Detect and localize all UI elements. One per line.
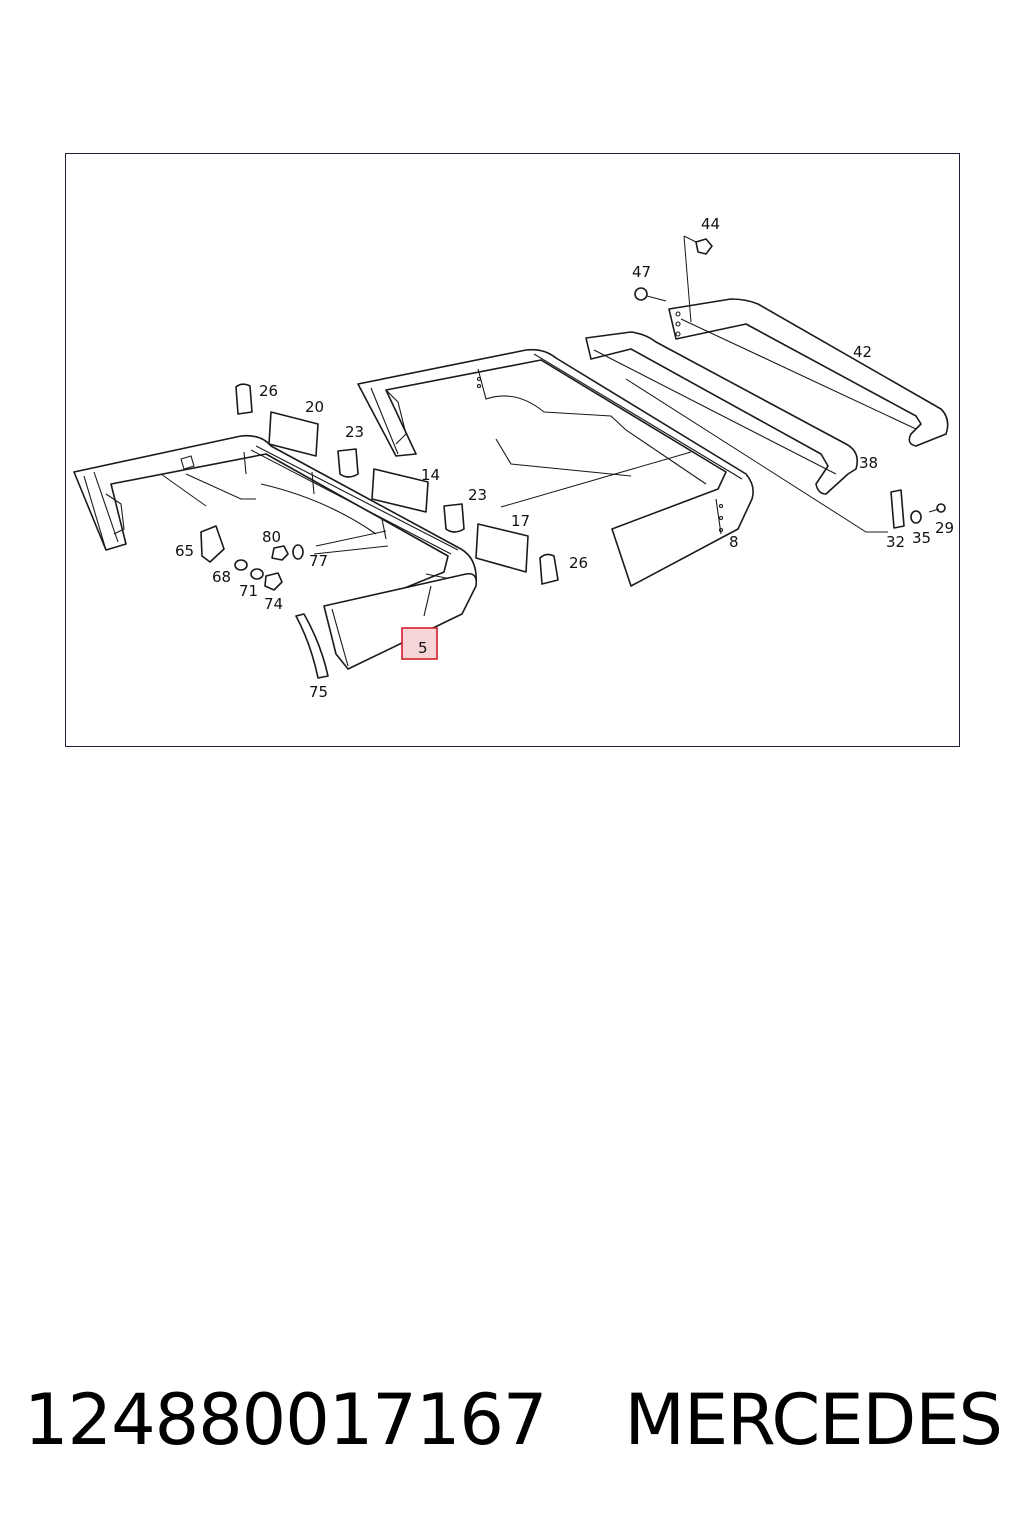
callout-label: 75 [309,683,328,701]
callout-label: 26 [569,554,588,572]
callout-label: 29 [935,519,954,537]
callout-label: 23 [345,423,364,441]
callout-label: 74 [264,595,283,613]
bumper-strip-part-42 [668,298,949,447]
callout-label: 20 [305,398,324,416]
brand-name: MERCEDES [624,1379,1003,1461]
callout-label-highlighted: 5 [418,639,428,657]
trim-strip-part-75 [295,613,329,679]
corner-cover-part-5 [323,572,478,670]
bumper-strip-part-38 [585,331,859,495]
callout-label: 47 [632,263,651,281]
bumper-middle-assembly [357,348,754,587]
product-footer: 124880017167 MERCEDES [0,1370,1024,1470]
hardware-parts [200,238,946,591]
callout-label: 77 [309,552,328,570]
callout-labels: 44 47 42 26 20 23 14 23 17 26 38 8 65 80… [175,215,954,701]
callout-label: 42 [853,343,872,361]
callout-label: 17 [511,512,530,530]
callout-label: 80 [262,528,281,546]
callout-label: 8 [729,533,739,551]
exploded-parts-diagram: 44 47 42 26 20 23 14 23 17 26 38 8 65 80… [73,215,954,701]
callout-label: 38 [859,454,878,472]
part-number: 124880017167 [24,1379,547,1461]
callout-label: 65 [175,542,194,560]
leader-lines [160,235,888,555]
callout-label: 68 [212,568,231,586]
parts-diagram-frame: 44 47 42 26 20 23 14 23 17 26 38 8 65 80… [65,153,960,747]
callout-label: 32 [886,533,905,551]
callout-label: 71 [239,582,258,600]
callout-label: 23 [468,486,487,504]
highlighted-part-box [401,627,438,660]
callout-label: 14 [421,466,440,484]
callout-label: 35 [912,529,931,547]
callout-label: 44 [701,215,720,233]
callout-label: 26 [259,382,278,400]
